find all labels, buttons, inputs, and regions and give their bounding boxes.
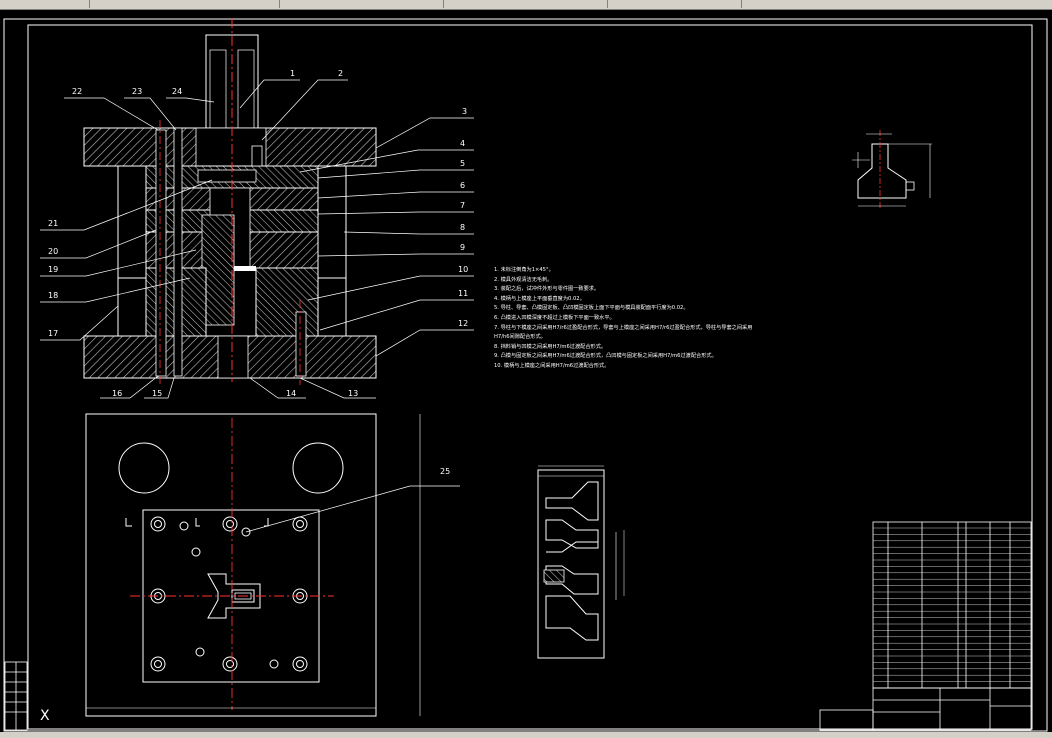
svg-text:15: 15 — [152, 389, 162, 398]
strip-layout-view — [537, 465, 625, 659]
svg-text:21: 21 — [48, 219, 58, 228]
toolbar-tab-5[interactable] — [612, 0, 742, 8]
svg-text:18: 18 — [48, 291, 58, 300]
svg-text:22: 22 — [72, 87, 82, 96]
technical-notes: 1. 未标注倒角为1×45°。 2. 模具外观清洁无毛刺。 3. 装配之后，试冲… — [494, 266, 794, 372]
note-line: 8. 挡料销与凹模之间采用H7/m6过渡配合形式。 — [494, 343, 607, 350]
corner-mark: X — [40, 708, 50, 724]
revision-block — [4, 661, 28, 731]
note-line: 5. 导柱、导套、凸模固定板、凸凹模固定板上面下平面与模具装配面平行度为0.02… — [494, 305, 689, 312]
note-line: H7/h6间隙配合形式。 — [494, 334, 546, 341]
die-section-view — [83, 18, 377, 385]
note-line: 7. 导柱与下模座之间采用H7/r6过盈配合形式，导套与上模座之间采用H7/r6… — [494, 324, 753, 331]
svg-text:2: 2 — [338, 69, 343, 78]
svg-text:10: 10 — [458, 265, 468, 274]
svg-text:17: 17 — [48, 329, 58, 338]
note-line: 10. 模柄与上模座之间采用H7/m6过渡配合形式。 — [494, 362, 610, 369]
svg-text:8: 8 — [460, 223, 465, 232]
svg-text:5: 5 — [460, 159, 465, 168]
svg-text:6: 6 — [460, 181, 465, 190]
svg-text:12: 12 — [458, 319, 468, 328]
svg-text:1: 1 — [290, 69, 295, 78]
svg-text:23: 23 — [132, 87, 142, 96]
toolbar-tab-2[interactable] — [90, 0, 280, 8]
title-block — [819, 521, 1032, 731]
svg-text:16: 16 — [112, 389, 122, 398]
svg-text:9: 9 — [460, 243, 465, 252]
die-plan-view — [85, 413, 421, 717]
note-line: 4. 模柄与上模座上平面垂直度为0.02。 — [494, 295, 585, 302]
svg-text:4: 4 — [460, 139, 465, 148]
svg-text:25: 25 — [440, 467, 450, 476]
part-leaders — [40, 79, 474, 533]
svg-text:13: 13 — [348, 389, 358, 398]
drawing-frame — [3, 18, 1048, 732]
svg-text:24: 24 — [172, 87, 182, 96]
part-numbers: 1 2 3 4 5 6 7 8 9 10 11 12 13 14 15 16 1… — [48, 69, 468, 476]
part-detail-view — [852, 130, 932, 210]
note-line: 6. 凸模进入凹模深度不超过上模板下平面一致水平。 — [494, 314, 615, 321]
svg-text:20: 20 — [48, 247, 58, 256]
status-bar — [0, 732, 1052, 738]
note-line: 3. 装配之后，试冲件外形与零件图一致要求。 — [494, 286, 600, 293]
note-line: 9. 凸模与固定板之间采用H7/m6过渡配合形式，凸凹模与固定板之间采用H7/m… — [494, 353, 717, 360]
note-line: 1. 未标注倒角为1×45°。 — [494, 267, 554, 273]
svg-text:14: 14 — [286, 389, 296, 398]
svg-text:7: 7 — [460, 201, 465, 210]
note-line: 2. 模具外观清洁无毛刺。 — [494, 276, 553, 283]
svg-text:3: 3 — [462, 107, 467, 116]
toolbar — [0, 0, 1052, 10]
toolbar-tab-3[interactable] — [284, 0, 444, 8]
svg-text:11: 11 — [458, 289, 468, 298]
toolbar-tab-4[interactable] — [448, 0, 608, 8]
cad-drawing-canvas[interactable]: X — [0, 10, 1052, 732]
svg-text:19: 19 — [48, 265, 58, 274]
toolbar-tab-1[interactable] — [0, 0, 90, 8]
